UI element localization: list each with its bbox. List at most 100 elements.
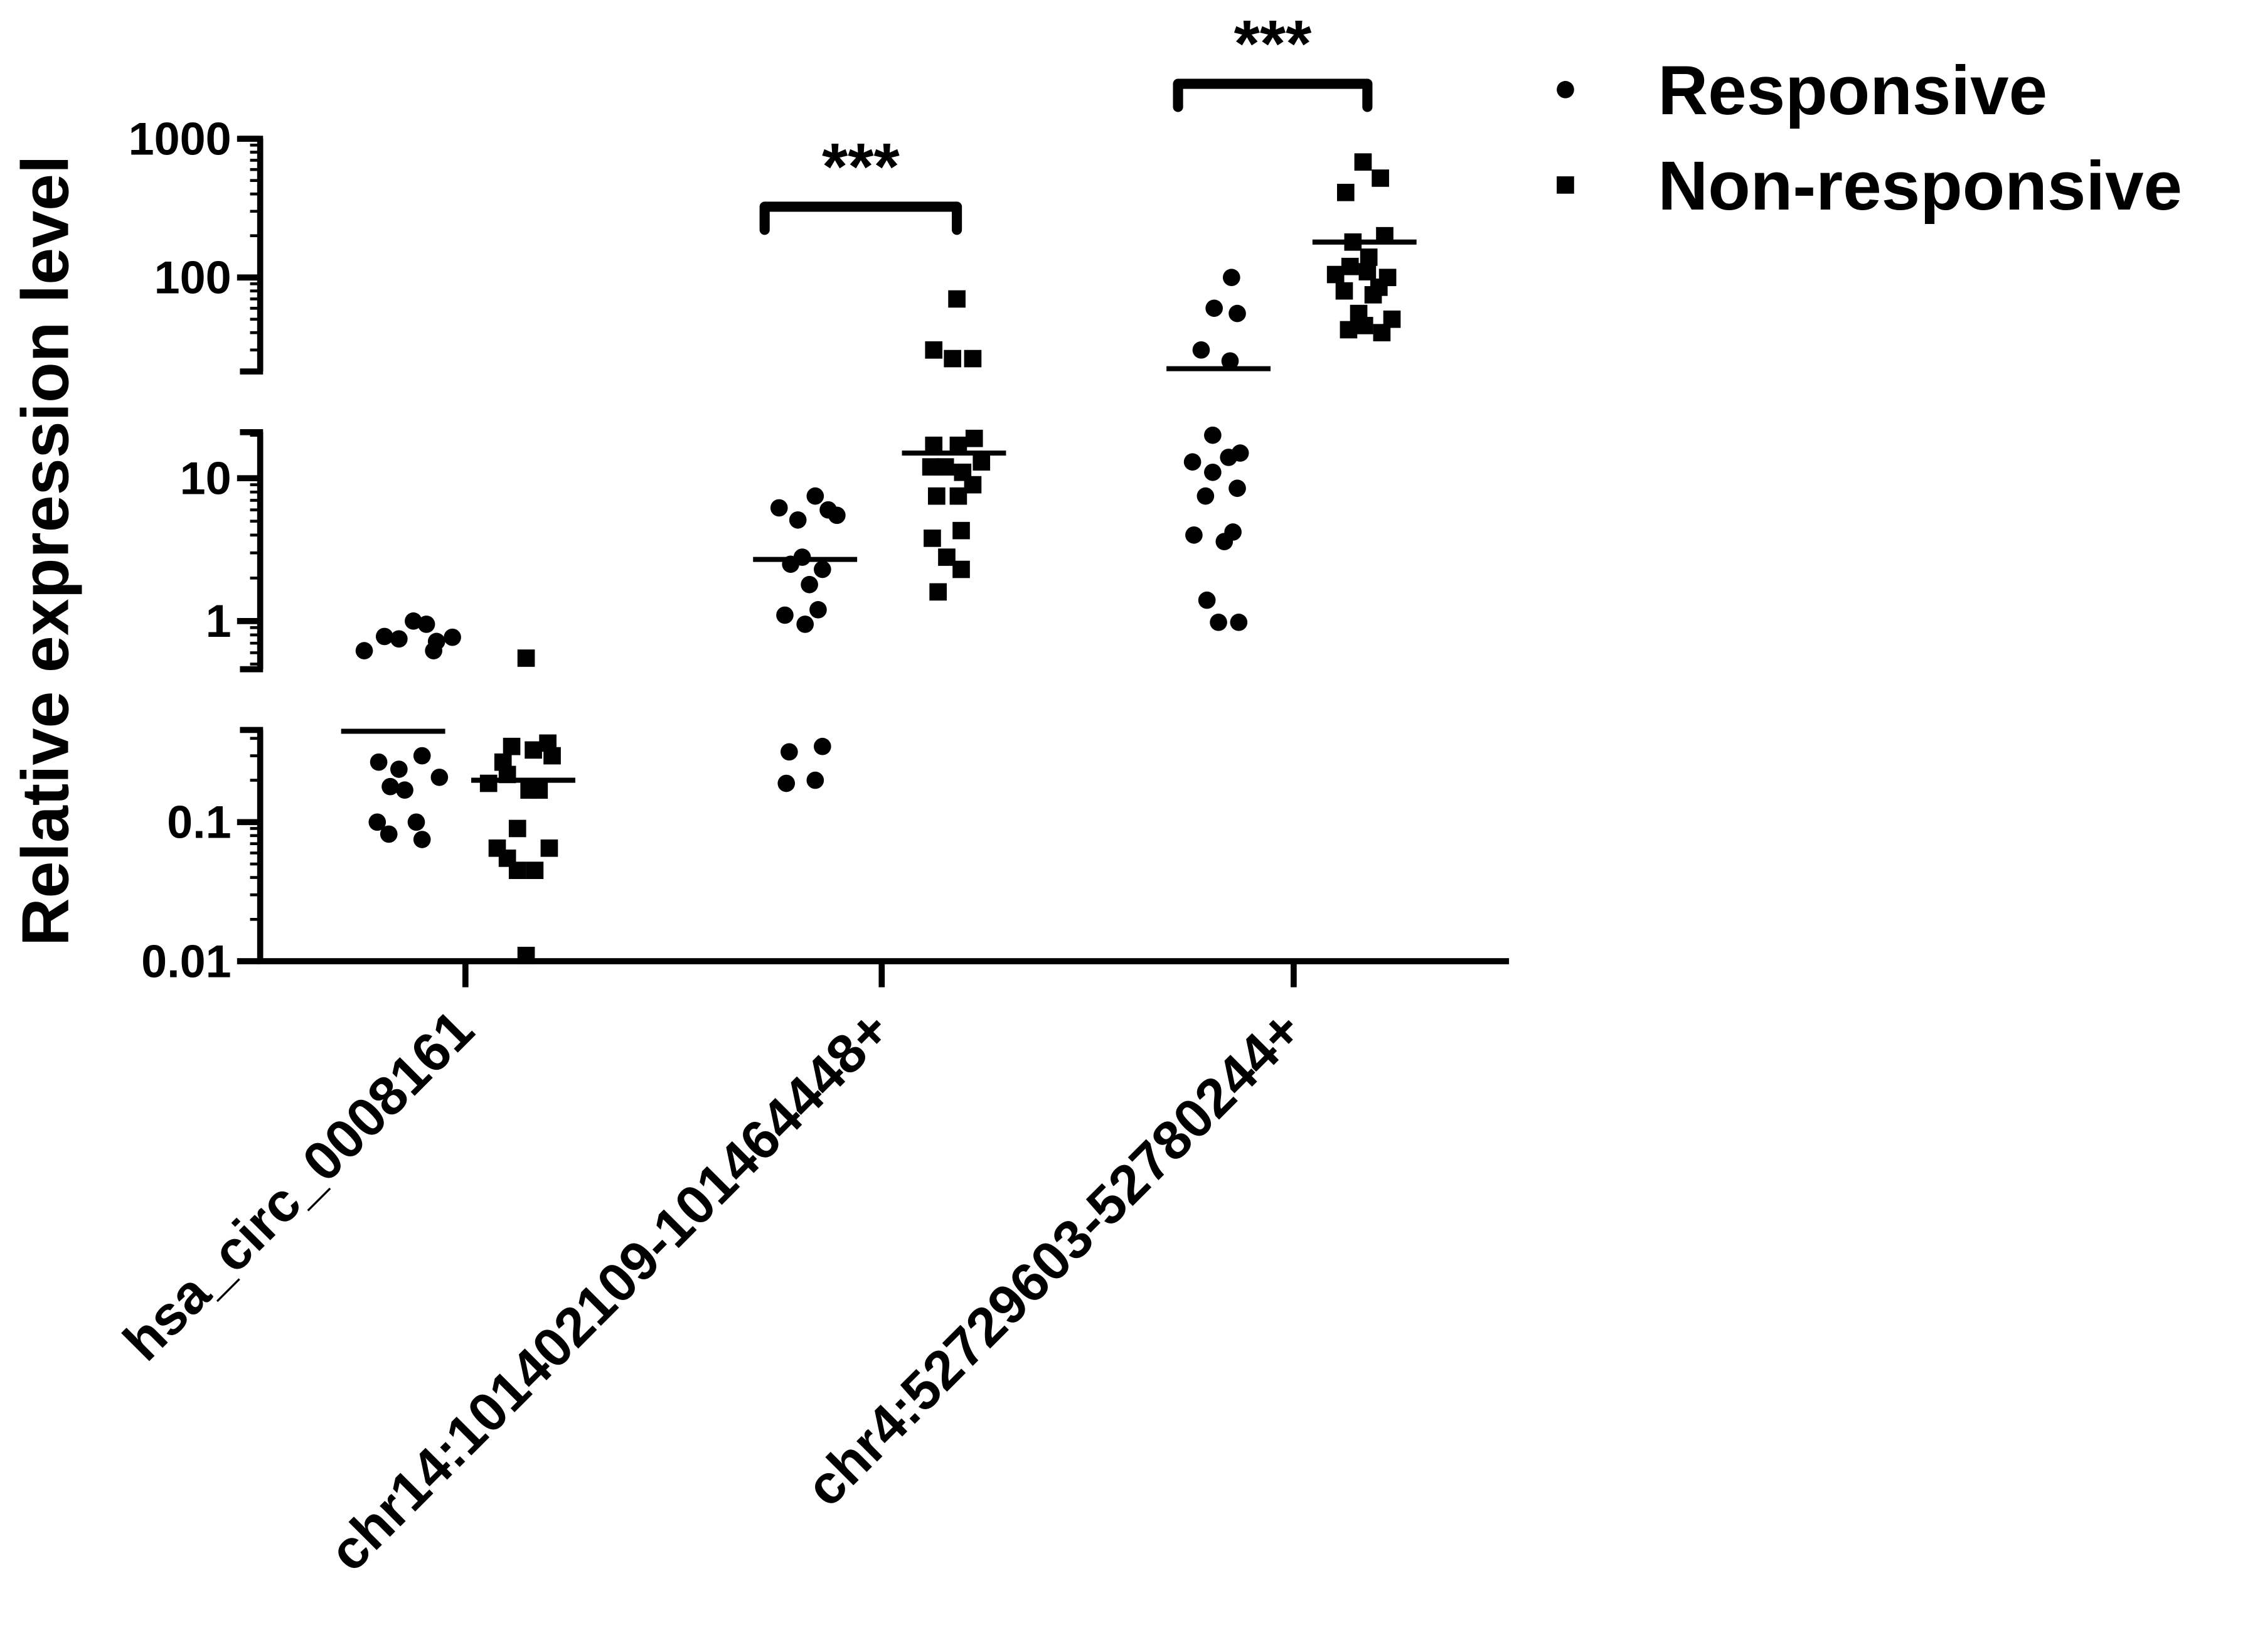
data-point-non-responsive — [543, 747, 561, 765]
data-point-responsive — [413, 747, 431, 765]
data-point-non-responsive — [1360, 248, 1378, 266]
x-tick-label: chr4:52729603-52780244+ — [794, 998, 1314, 1518]
legend-label: Responsive — [1658, 52, 2047, 129]
data-point-non-responsive — [1350, 304, 1368, 322]
data-point-responsive — [770, 499, 788, 517]
data-point-responsive — [828, 506, 846, 525]
data-point-responsive — [796, 616, 814, 633]
data-point-responsive — [809, 601, 827, 619]
data-point-responsive — [396, 781, 413, 799]
data-point-responsive — [1222, 269, 1240, 287]
legend-marker-circle — [1557, 81, 1574, 99]
significance-brackets: *** *** — [759, 7, 1373, 235]
data-point-responsive — [1228, 304, 1246, 322]
data-point-non-responsive — [498, 850, 516, 867]
data-point-non-responsive — [540, 839, 558, 857]
data-point-responsive — [789, 511, 807, 529]
data-point-responsive — [413, 831, 431, 848]
data-point-responsive — [1205, 299, 1223, 317]
y-axis-label: Relative expression level — [8, 155, 82, 946]
data-point-responsive — [1183, 453, 1202, 471]
data-point-non-responsive — [948, 290, 966, 308]
legend-marker-square — [1557, 176, 1574, 194]
data-point-responsive — [814, 737, 831, 755]
data-point-non-responsive — [925, 341, 943, 359]
y-tick-label: 100 — [154, 252, 232, 304]
data-point-non-responsive — [1358, 263, 1377, 280]
data-point-responsive — [370, 753, 388, 771]
data-point-responsive — [405, 612, 422, 630]
data-point-non-responsive — [922, 458, 940, 476]
data-point-non-responsive — [1354, 153, 1372, 171]
y-tick-label: 10 — [180, 452, 232, 504]
x-tick-label: hsa_circ_0008161 — [112, 998, 486, 1372]
data-points — [355, 153, 1401, 964]
significance-label: *** — [822, 130, 900, 204]
data-point-responsive — [1210, 614, 1227, 631]
data-point-responsive — [375, 627, 393, 646]
data-point-non-responsive — [936, 458, 954, 476]
data-point-responsive — [777, 774, 796, 792]
data-point-non-responsive — [1336, 183, 1355, 201]
data-point-responsive — [1221, 352, 1239, 370]
data-point-non-responsive — [530, 781, 548, 799]
data-point-non-responsive — [938, 548, 956, 566]
median-lines — [341, 239, 1417, 783]
data-point-responsive — [1224, 523, 1242, 541]
significance-bracket — [1173, 78, 1373, 112]
data-point-non-responsive — [964, 349, 982, 368]
y-tick-label: 0.01 — [141, 935, 231, 987]
x-axis: hsa_circ_0008161chr14:101402109-10146444… — [112, 958, 1510, 1583]
data-point-non-responsive — [944, 349, 962, 368]
data-point-responsive — [390, 630, 408, 648]
data-point-non-responsive — [1341, 257, 1359, 275]
data-point-non-responsive — [965, 429, 983, 447]
data-point-non-responsive — [517, 947, 535, 964]
data-point-responsive — [1231, 444, 1249, 462]
data-point-responsive — [380, 825, 398, 843]
data-point-responsive — [368, 813, 386, 831]
data-point-responsive — [1196, 487, 1215, 505]
data-point-non-responsive — [952, 521, 970, 540]
data-point-responsive — [381, 777, 399, 796]
y-tick-label: 0.1 — [167, 796, 231, 848]
data-point-responsive — [355, 642, 373, 659]
data-point-responsive — [425, 642, 442, 659]
data-point-non-responsive — [1340, 321, 1358, 339]
data-point-non-responsive — [1372, 169, 1389, 187]
data-point-non-responsive — [517, 649, 535, 667]
data-point-responsive — [806, 771, 824, 789]
data-point-responsive — [1198, 591, 1216, 609]
data-point-responsive — [1192, 341, 1210, 359]
data-point-responsive — [1185, 526, 1203, 544]
data-point-non-responsive — [973, 453, 991, 471]
data-point-responsive — [781, 743, 798, 761]
data-point-responsive — [814, 560, 831, 578]
data-point-non-responsive — [526, 861, 544, 880]
data-point-responsive — [1230, 614, 1248, 631]
significance-label: *** — [1234, 7, 1312, 81]
data-point-responsive — [776, 606, 794, 624]
data-point-non-responsive — [952, 560, 970, 578]
data-point-non-responsive — [508, 819, 526, 838]
data-point-responsive — [444, 628, 461, 646]
data-point-non-responsive — [1378, 269, 1397, 287]
data-point-responsive — [801, 575, 818, 594]
y-tick-label: 1 — [206, 595, 232, 647]
data-point-non-responsive — [479, 774, 498, 792]
data-point-responsive — [1228, 479, 1246, 498]
data-point-non-responsive — [503, 737, 521, 755]
data-point-responsive — [1204, 426, 1222, 444]
significance-bracket — [759, 201, 962, 235]
data-point-non-responsive — [1364, 286, 1382, 304]
data-point-responsive — [1204, 463, 1222, 481]
data-point-non-responsive — [924, 530, 941, 547]
y-tick-label: 1000 — [129, 113, 232, 165]
data-point-non-responsive — [929, 583, 947, 601]
data-point-responsive — [417, 616, 435, 633]
data-point-responsive — [430, 769, 449, 786]
data-point-responsive — [806, 487, 824, 505]
